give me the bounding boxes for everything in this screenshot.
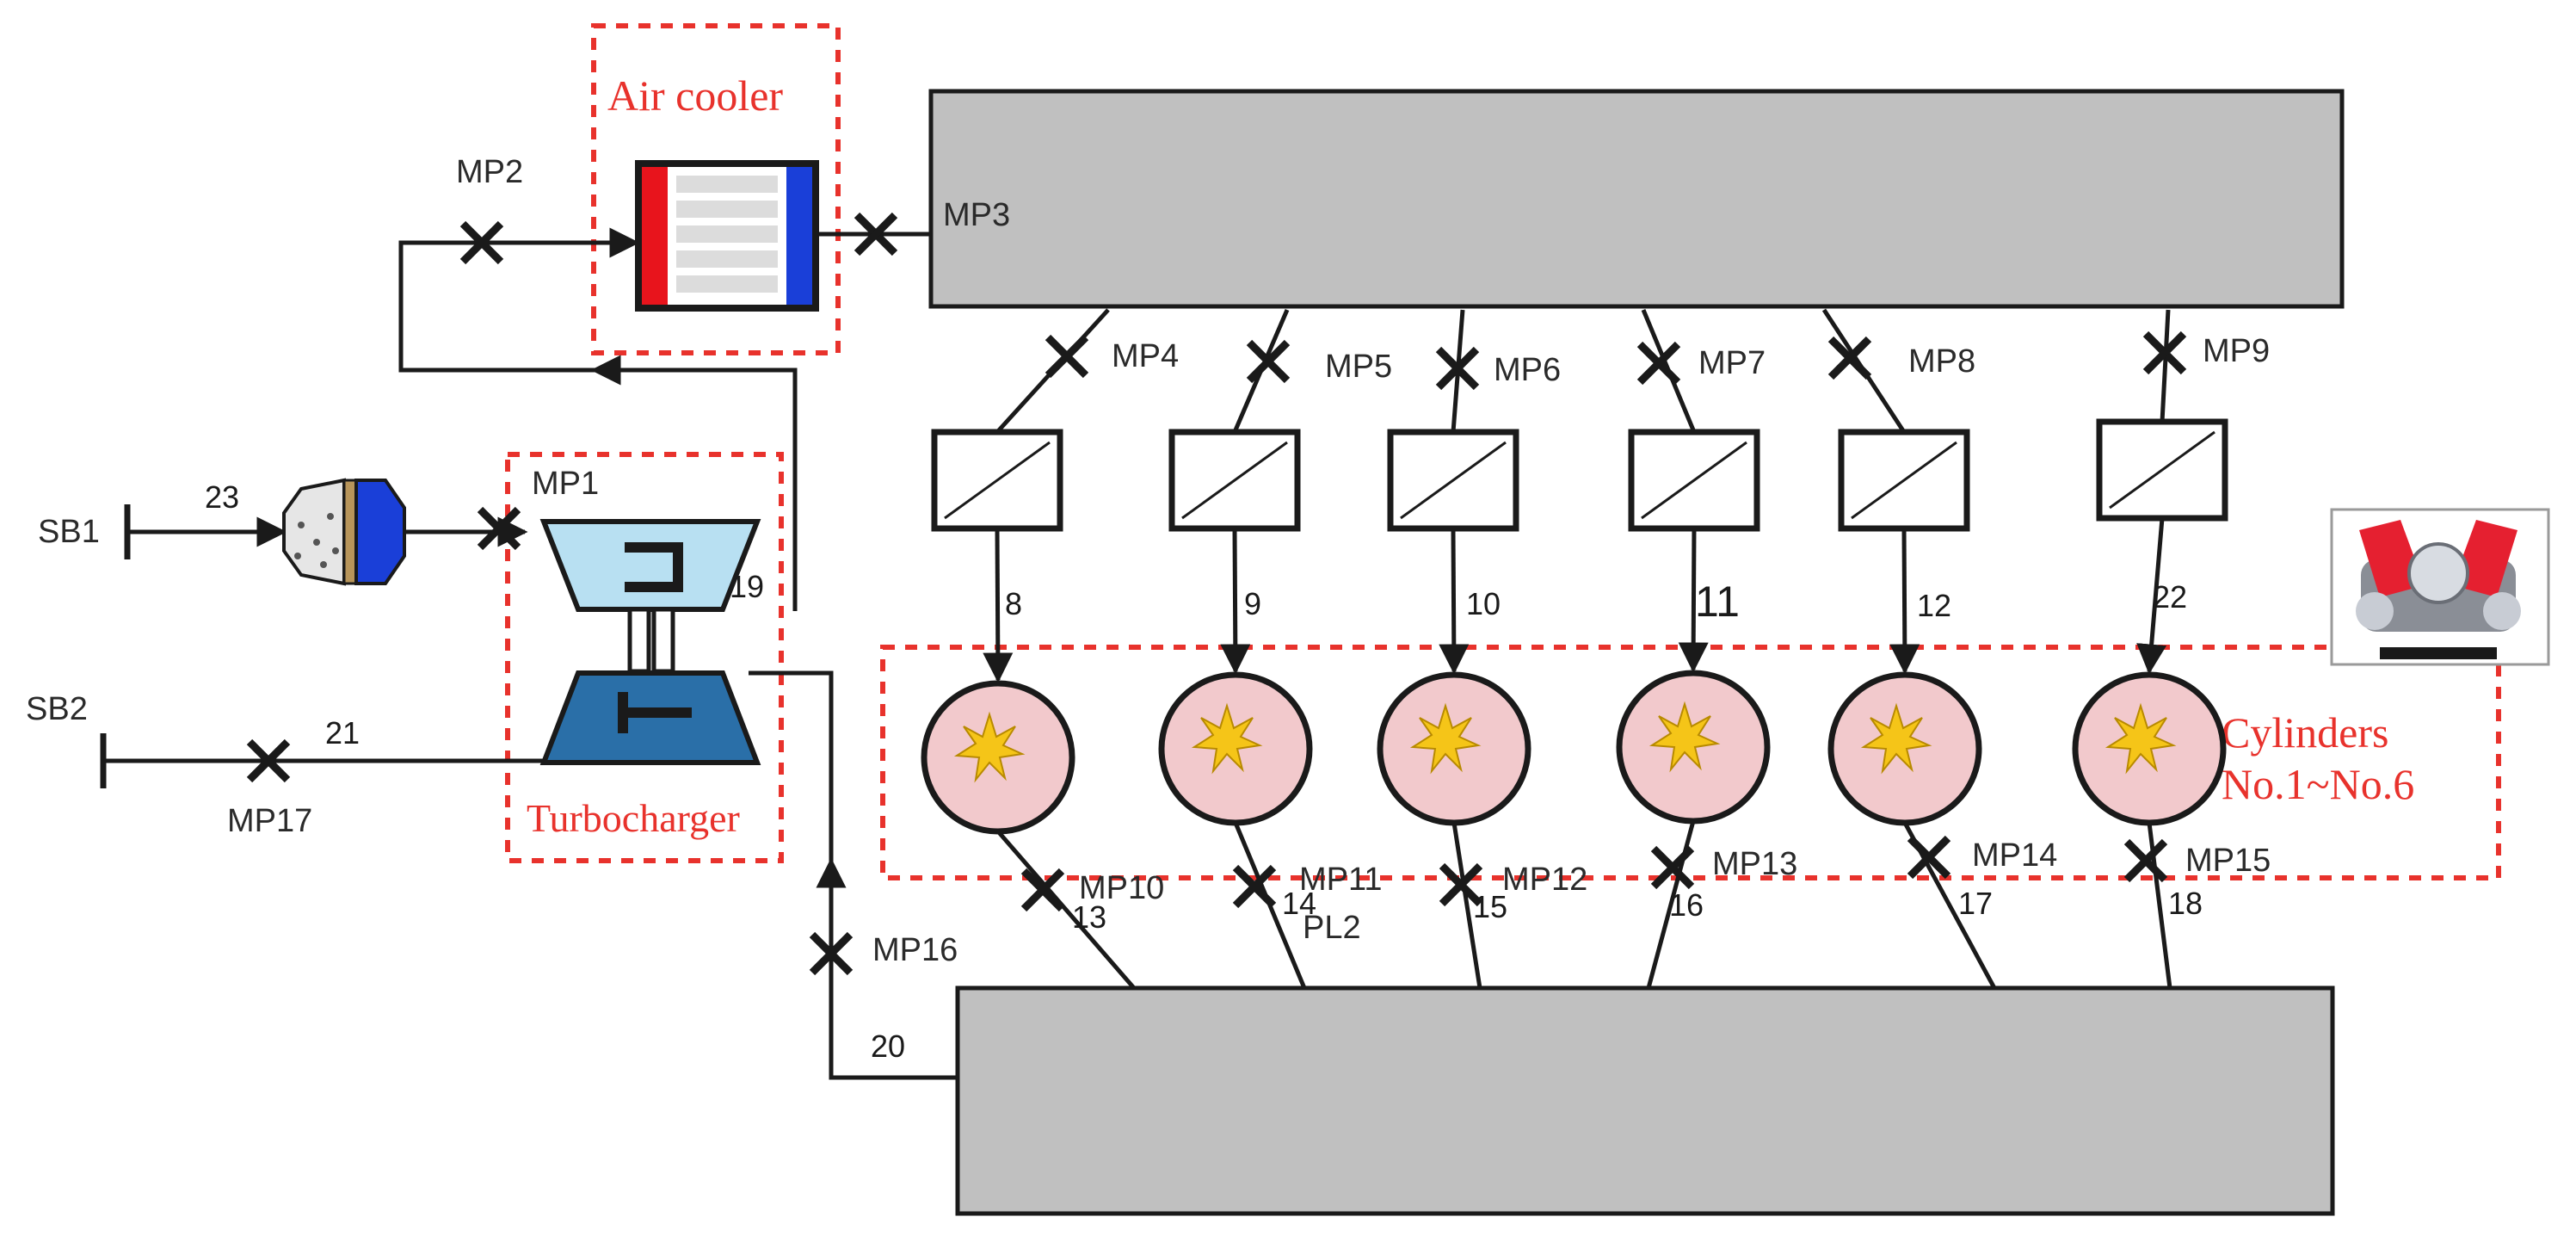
pipe-20-label: 20 xyxy=(871,1029,905,1064)
mp15-cross-icon xyxy=(2127,842,2165,880)
cylinders-label: Cylinders xyxy=(2222,708,2388,757)
mp10-label: MP10 xyxy=(1079,870,1164,906)
pipe-9-label: 9 xyxy=(1244,586,1261,621)
mp5-cross-icon xyxy=(1249,343,1287,380)
mp16-label: MP16 xyxy=(872,932,958,968)
air-cooler xyxy=(635,160,819,312)
mp1-cross-icon xyxy=(480,510,518,547)
mp8-cross-icon xyxy=(1831,339,1869,377)
pipe-17-label: 17 xyxy=(1958,886,1993,921)
exhaust-manifold xyxy=(955,985,2335,1216)
mp5-label: MP5 xyxy=(1325,349,1392,385)
turbocharger-label: Turbocharger xyxy=(527,796,740,840)
pipe-8-label: 8 xyxy=(1005,586,1022,621)
mp9-label: MP9 xyxy=(2203,333,2270,369)
air-cooler-group xyxy=(591,23,841,355)
mp1-label: MP1 xyxy=(532,466,599,502)
air-cooler-label: Air cooler xyxy=(607,71,783,120)
sb1-label: SB1 xyxy=(38,514,100,550)
cylinder-column-3 xyxy=(1377,309,1531,989)
air-filter xyxy=(282,478,406,586)
cylinder-column-4 xyxy=(1616,309,1771,989)
pipe-18-label: 18 xyxy=(2168,886,2203,921)
pipe-11-label: 11 xyxy=(1695,578,1740,626)
mp13-cross-icon xyxy=(1654,849,1692,886)
mp10-cross-icon xyxy=(1024,871,1062,909)
pipe-14-label: 14 xyxy=(1282,886,1316,921)
mp4-label: MP4 xyxy=(1112,338,1179,374)
mp13-label: MP13 xyxy=(1712,846,1797,882)
pipe-16-label: 16 xyxy=(1669,887,1704,923)
mp2-label: MP2 xyxy=(456,154,523,190)
cylinder-column-5 xyxy=(1821,308,1997,990)
engine-icon xyxy=(2330,508,2550,666)
mp15-label: MP15 xyxy=(2185,843,2271,879)
mp6-label: MP6 xyxy=(1494,352,1561,388)
pipe-21-label: 21 xyxy=(325,715,360,751)
sb2-label: SB2 xyxy=(26,691,88,727)
mp11-label: MP11 xyxy=(1299,862,1382,898)
pipe-10-label: 10 xyxy=(1466,586,1501,621)
mp17-label: MP17 xyxy=(227,803,312,839)
cylinder-column-2 xyxy=(1158,309,1313,989)
turbocharger-group xyxy=(505,452,784,863)
turbocharger xyxy=(539,519,761,765)
intake-manifold xyxy=(928,89,2345,309)
pipe-22-label: 22 xyxy=(2153,579,2187,615)
mp8-label: MP8 xyxy=(1908,343,1975,380)
mp12-label: MP12 xyxy=(1502,862,1587,898)
pipe-19-label: 19 xyxy=(730,569,764,604)
pl2-label: PL2 xyxy=(1303,910,1361,946)
cylinders-range-label: No.1~No.6 xyxy=(2222,760,2414,808)
pipe-23-label: 23 xyxy=(205,479,239,515)
mp7-label: MP7 xyxy=(1698,345,1766,381)
mp3-label: MP3 xyxy=(943,197,1010,233)
cylinder-column-6 xyxy=(2072,309,2228,989)
mp4-cross-icon xyxy=(1048,337,1086,375)
mp14-label: MP14 xyxy=(1972,837,2057,874)
pipe-12-label: 12 xyxy=(1917,588,1951,623)
pipe-15-label: 15 xyxy=(1473,889,1507,924)
pipe-13-label: 13 xyxy=(1072,899,1106,935)
